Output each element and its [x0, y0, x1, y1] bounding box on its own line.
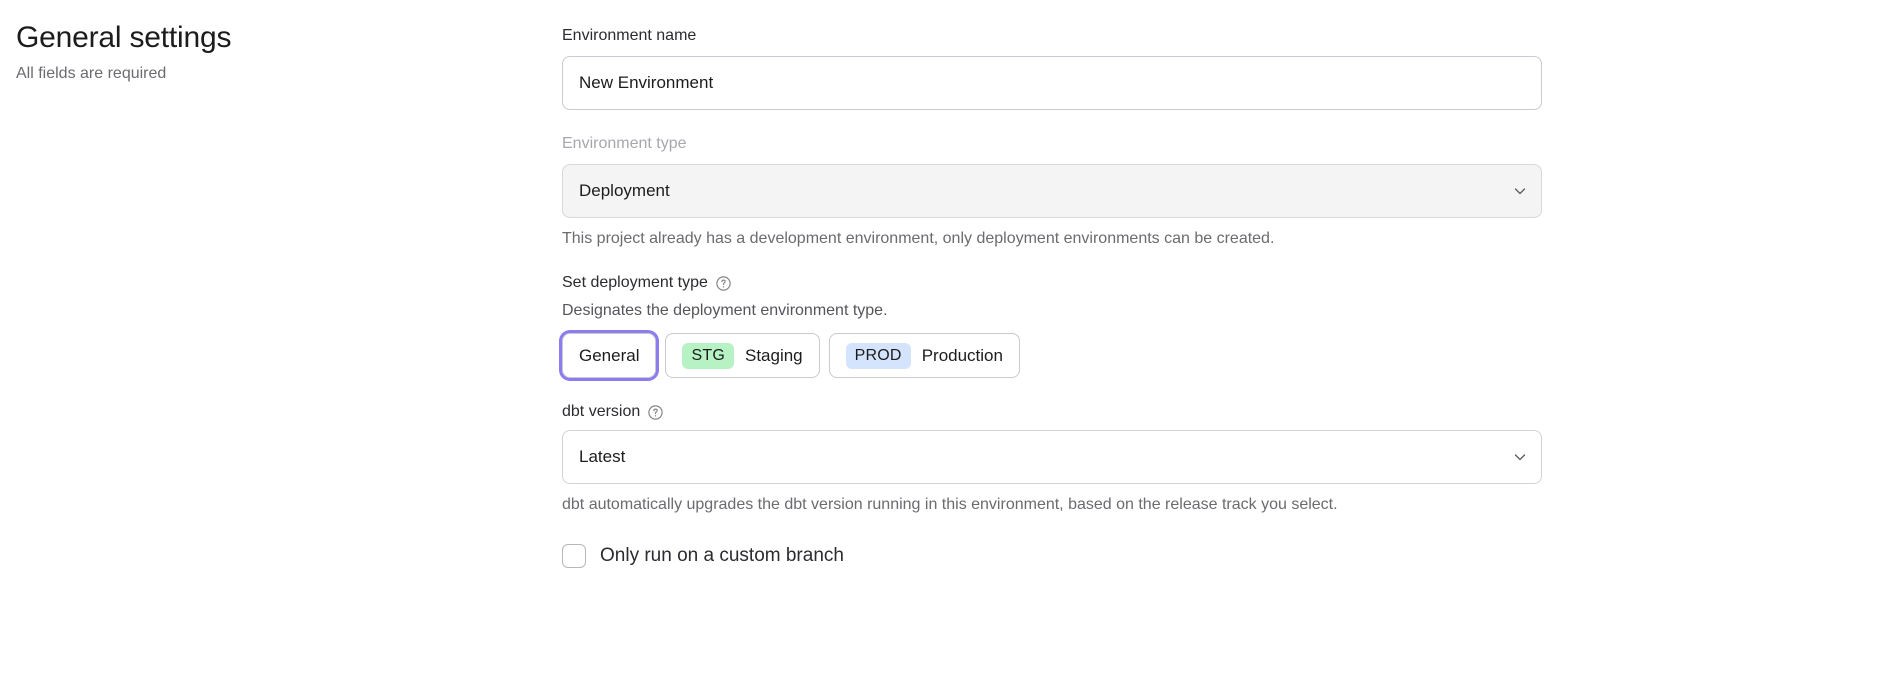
deployment-type-options: General STG Staging PROD Production	[562, 333, 1542, 378]
deployment-type-option-staging[interactable]: STG Staging	[665, 333, 820, 378]
environment-type-helper-text: This project already has a development e…	[562, 230, 1275, 247]
deployment-type-option-general-label: General	[579, 345, 640, 365]
page-title: General settings	[16, 21, 232, 54]
environment-type-select: Deployment	[562, 164, 1542, 218]
settings-form-column: Environment name Environment type Deploy…	[562, 24, 1542, 569]
environment-name-field: Environment name	[562, 24, 1542, 110]
settings-header-column: General settings All fields are required	[16, 18, 516, 86]
page-subtitle: All fields are required	[16, 65, 167, 82]
dbt-version-field: dbt version Latest dbt automatica	[562, 400, 1542, 517]
dbt-version-select-value: Latest	[562, 430, 1542, 484]
dbt-version-label: dbt version	[562, 403, 641, 420]
custom-branch-checkbox[interactable]	[562, 544, 586, 568]
dbt-version-label-row: dbt version	[562, 400, 1542, 424]
custom-branch-row[interactable]: Only run on a custom branch	[562, 543, 1542, 569]
deployment-type-label-row: Set deployment type	[562, 271, 1542, 295]
deployment-type-option-production-label: Production	[921, 345, 1003, 365]
deployment-type-field: Set deployment type Designates the deplo…	[562, 271, 1542, 378]
deployment-type-description: Designates the deployment environment ty…	[562, 302, 888, 319]
environment-type-label: Environment type	[562, 135, 687, 152]
environment-type-select-value: Deployment	[562, 164, 1542, 218]
staging-badge: STG	[682, 342, 734, 369]
environment-type-field: Environment type Deployment This project…	[562, 132, 1542, 251]
environment-name-input[interactable]	[562, 56, 1542, 110]
dbt-version-select[interactable]: Latest	[562, 430, 1542, 484]
custom-branch-label[interactable]: Only run on a custom branch	[600, 545, 844, 566]
deployment-type-option-production[interactable]: PROD Production	[828, 333, 1020, 378]
dbt-version-helper-text: dbt automatically upgrades the dbt versi…	[562, 496, 1338, 513]
production-badge: PROD	[845, 342, 911, 369]
deployment-type-label: Set deployment type	[562, 274, 708, 291]
environment-name-label: Environment name	[562, 27, 697, 44]
question-circle-icon[interactable]	[647, 404, 664, 421]
deployment-type-option-staging-label: Staging	[744, 345, 803, 365]
question-circle-icon[interactable]	[715, 275, 732, 292]
deployment-type-option-general[interactable]: General	[562, 333, 657, 378]
